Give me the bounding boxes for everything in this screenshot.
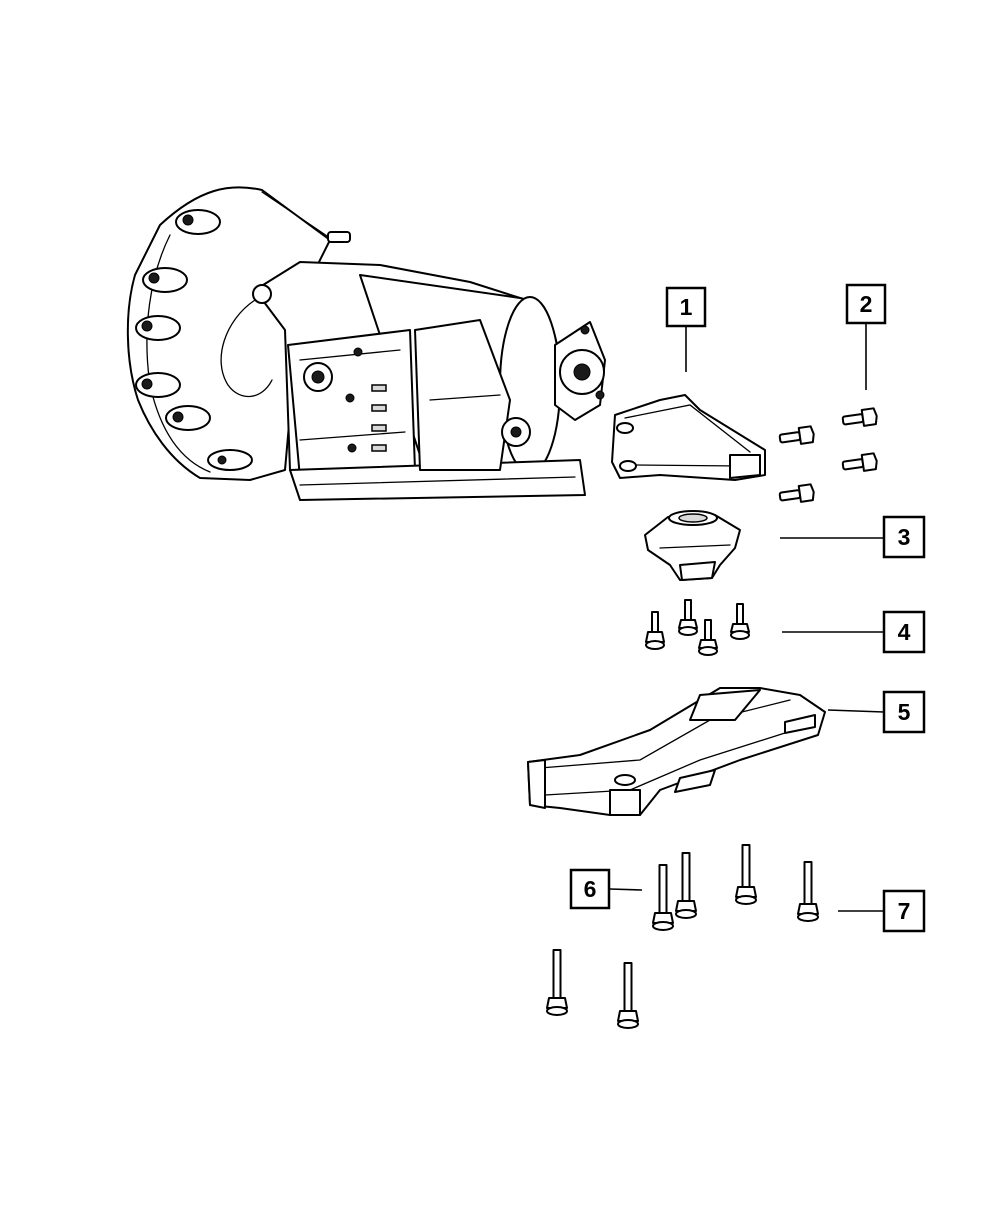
part-1-mount-bracket (611, 394, 766, 481)
part-4-bolts (645, 599, 750, 656)
callout-6: 6 (569, 868, 611, 910)
callout-1-label: 1 (680, 294, 693, 320)
callout-2: 2 (845, 283, 887, 325)
callout-3-label: 3 (898, 524, 911, 550)
callout-5-label: 5 (898, 699, 911, 725)
callout-5: 5 (882, 690, 926, 734)
part-5-crossmember (527, 687, 826, 816)
callout-7-label: 7 (898, 898, 911, 924)
part-7-bolts (735, 844, 819, 922)
callout-2-label: 2 (860, 291, 873, 317)
transmission-assembly (126, 186, 606, 501)
callout-1: 1 (665, 286, 707, 328)
callout-4: 4 (882, 610, 926, 654)
callout-7: 7 (882, 889, 926, 933)
callout-4-label: 4 (898, 619, 911, 645)
part-2-bolts (778, 407, 878, 503)
part-6-bolts (546, 852, 697, 1029)
callout-3: 3 (882, 515, 926, 559)
callout-6-label: 6 (584, 876, 597, 902)
callout-leaders (609, 320, 885, 912)
part-3-isolator (644, 510, 741, 581)
